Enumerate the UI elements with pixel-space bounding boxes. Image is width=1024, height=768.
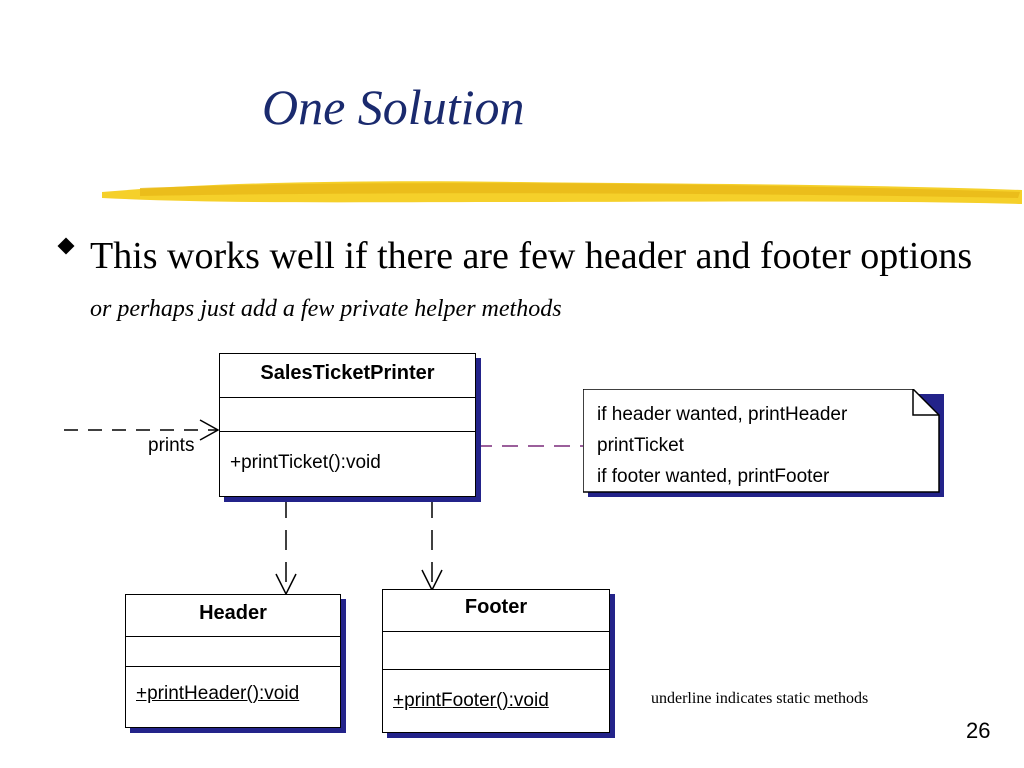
note-line: printTicket (597, 435, 684, 456)
class-attributes (220, 398, 475, 432)
class-operation: +printFooter():void (393, 690, 549, 711)
bullet-main-text: This works well if there are few header … (90, 235, 973, 277)
note-line: if footer wanted, printFooter (597, 466, 830, 487)
bullet-italic-text: or perhaps just add a few private helper… (90, 296, 562, 322)
note-line: if header wanted, printHeader (597, 404, 848, 425)
class-operation: +printHeader():void (136, 683, 300, 704)
page-number: 26 (966, 718, 991, 743)
class-operation: +printTicket():void (230, 452, 381, 473)
highlighter-stroke (102, 181, 1022, 204)
class-footer: Footer +printFooter():void (382, 589, 610, 733)
note-box (583, 389, 944, 497)
class-attributes (126, 637, 340, 667)
class-name: Header (126, 595, 340, 637)
prints-label: prints (148, 435, 195, 456)
class-name: Footer (383, 590, 609, 632)
prints-arrow-head (199, 419, 220, 441)
caption-static-methods: underline indicates static methods (651, 690, 869, 707)
class-attributes (383, 632, 609, 670)
note-text: if header wanted, printHeader printTicke… (597, 399, 911, 492)
slide-title: One Solution (262, 79, 525, 135)
class-name: SalesTicketPrinter (220, 354, 475, 398)
bullet-point: This works well if there are few header … (90, 232, 990, 333)
class-header: Header +printHeader():void (125, 594, 341, 728)
class-salesticketprinter: SalesTicketPrinter +printTicket():void (219, 353, 476, 497)
